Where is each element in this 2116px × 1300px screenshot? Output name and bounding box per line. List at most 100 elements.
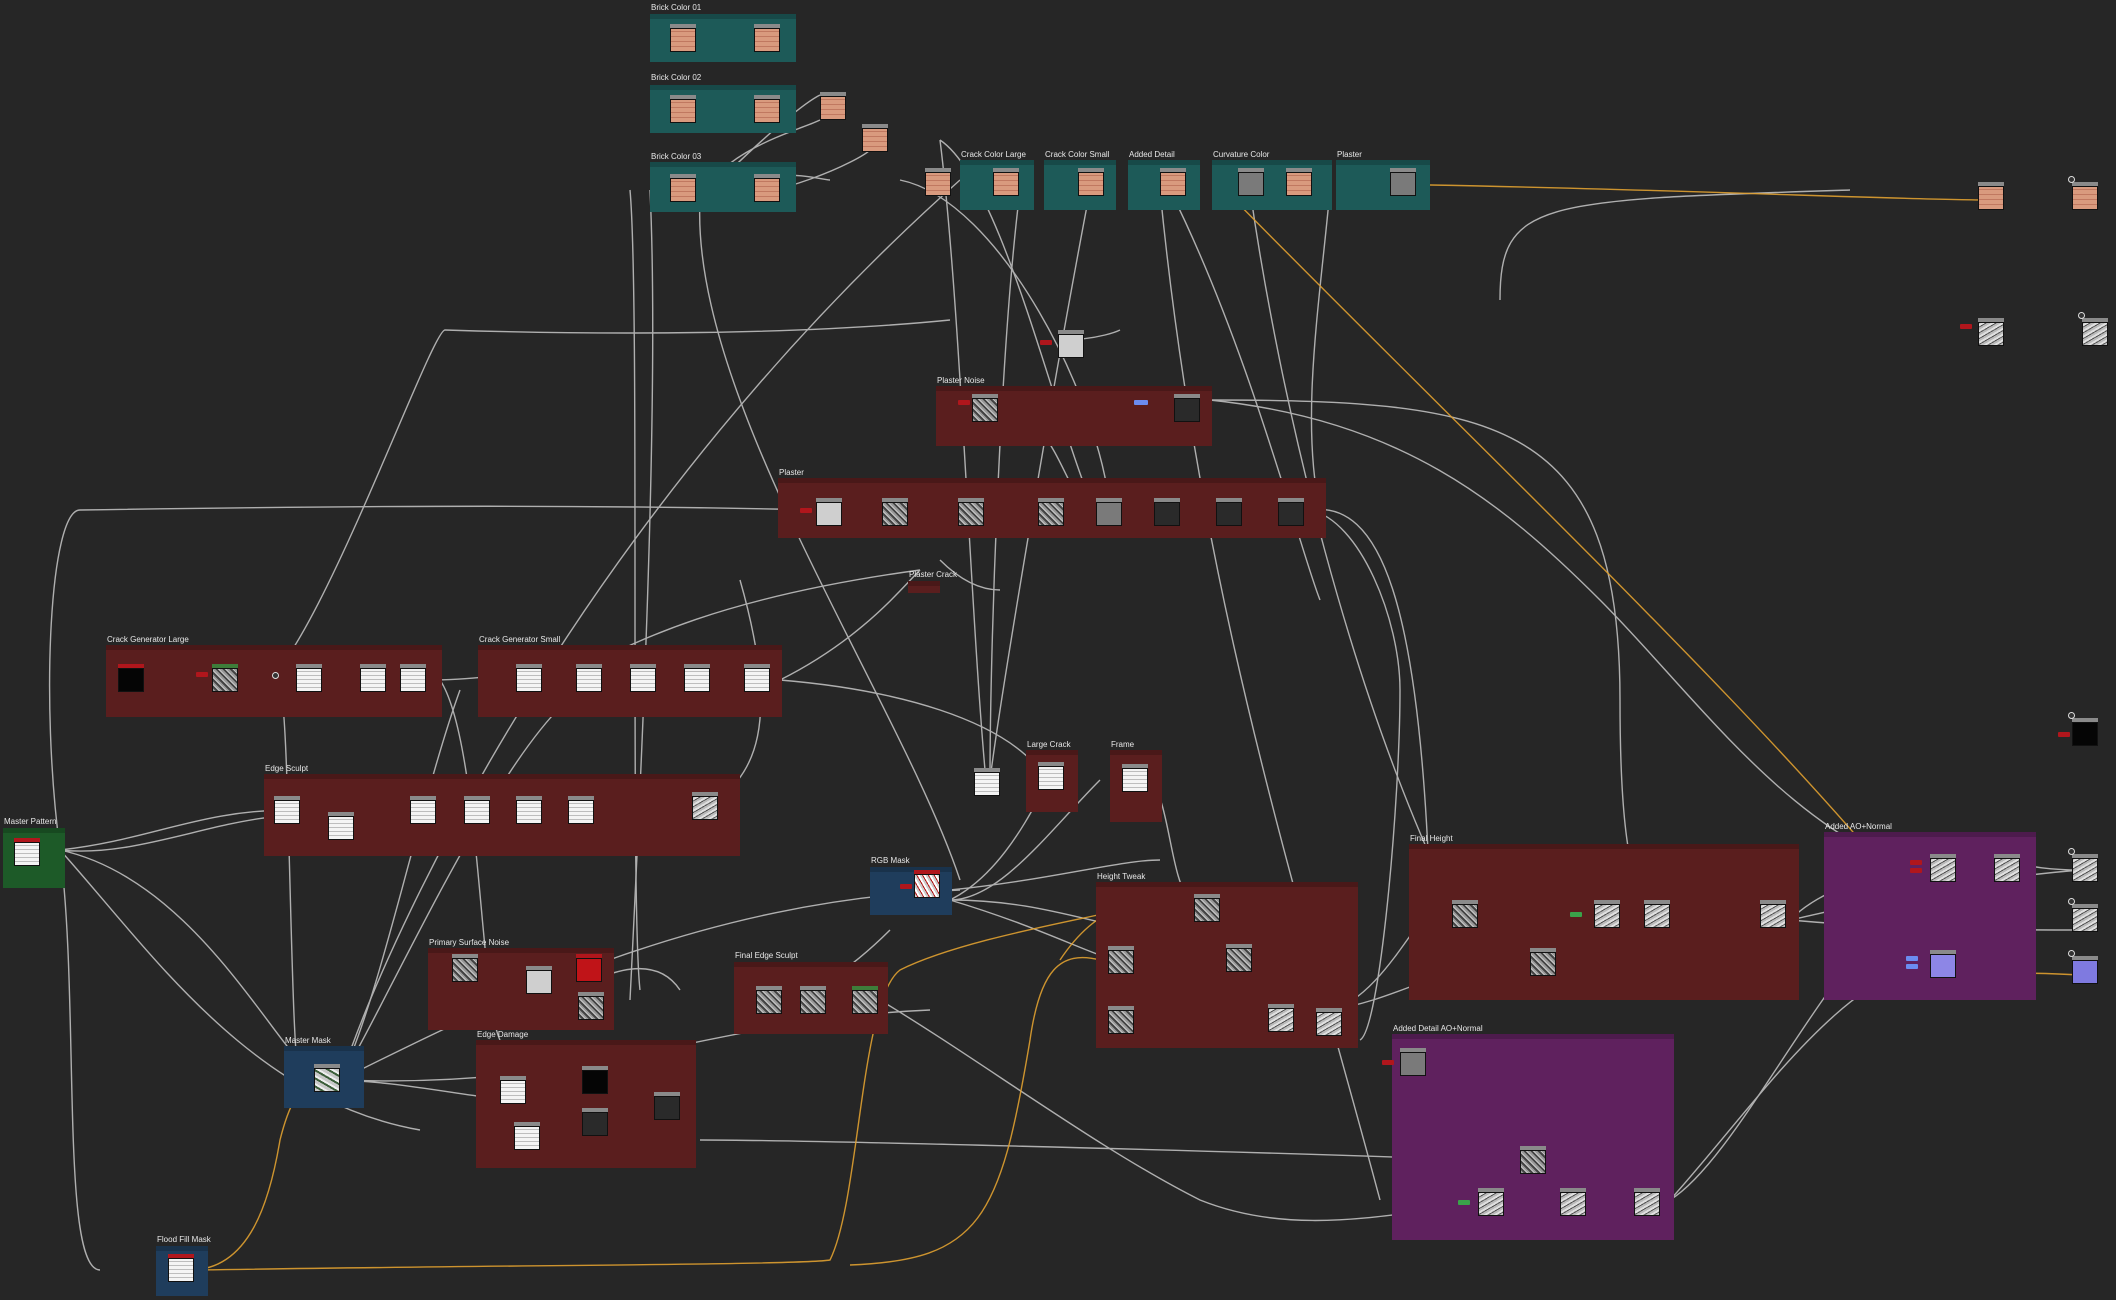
node[interactable] [820,92,846,124]
node[interactable] [816,498,842,530]
node[interactable] [1478,1188,1504,1220]
frame-crack-generator-large[interactable] [106,645,442,717]
input-pin[interactable] [1134,400,1148,405]
frame-plaster-crack[interactable] [908,581,940,593]
node[interactable] [1644,900,1670,932]
node[interactable] [1400,1048,1426,1080]
frame-curvature-color[interactable] [1212,160,1332,210]
input-pin[interactable] [958,400,970,405]
node[interactable] [1930,854,1956,886]
node[interactable] [754,24,780,56]
node[interactable] [1390,168,1416,200]
node[interactable] [1520,1146,1546,1178]
input-pin[interactable] [1382,1060,1394,1065]
node[interactable] [1530,948,1556,980]
input-pin[interactable] [1960,324,1972,329]
output-node[interactable] [2072,854,2098,886]
input-pin[interactable] [900,884,912,889]
node[interactable] [516,664,542,696]
node[interactable] [1634,1188,1660,1220]
node[interactable] [1286,168,1312,200]
output-node[interactable] [2082,318,2108,350]
node[interactable] [1194,894,1220,926]
node[interactable] [400,664,426,696]
node[interactable] [882,498,908,530]
node[interactable] [1994,854,2020,886]
input-pin[interactable] [800,508,812,513]
node[interactable] [1108,946,1134,978]
node[interactable] [314,1064,340,1096]
node[interactable] [852,986,878,1018]
node[interactable] [118,664,144,696]
output-node[interactable] [2072,904,2098,936]
node[interactable] [568,796,594,828]
node[interactable] [1058,330,1084,362]
node[interactable] [582,1108,608,1140]
node[interactable] [974,768,1000,800]
node[interactable] [1122,764,1148,796]
output-node[interactable] [2072,956,2098,988]
node[interactable] [1096,498,1122,530]
node[interactable] [754,95,780,127]
node[interactable] [1226,944,1252,976]
node[interactable] [582,1066,608,1098]
node[interactable] [1760,900,1786,932]
node[interactable] [744,664,770,696]
node[interactable] [1930,950,1956,982]
node[interactable] [1978,318,2004,350]
input-pin[interactable] [1570,912,1582,917]
output-node[interactable] [2072,718,2098,750]
node[interactable] [1316,1008,1342,1040]
node[interactable] [800,986,826,1018]
node[interactable] [862,124,888,156]
node[interactable] [360,664,386,696]
input-pin[interactable] [1040,340,1052,345]
node[interactable] [14,838,40,870]
node[interactable] [993,168,1019,200]
node[interactable] [296,664,322,696]
node[interactable] [212,664,238,696]
input-pin[interactable] [1910,868,1922,873]
node[interactable] [684,664,710,696]
node[interactable] [168,1254,194,1286]
output-node[interactable] [2072,182,2098,214]
node[interactable] [576,954,602,986]
frame-added-detail-ao-normal[interactable] [1392,1034,1674,1240]
node[interactable] [914,870,940,902]
node[interactable] [630,664,656,696]
node[interactable] [972,394,998,426]
node[interactable] [1278,498,1304,530]
node[interactable] [464,796,490,828]
node[interactable] [526,966,552,998]
node[interactable] [958,498,984,530]
node[interactable] [1160,168,1186,200]
node[interactable] [1216,498,1242,530]
node[interactable] [1108,1006,1134,1038]
node[interactable] [578,992,604,1024]
node[interactable] [328,812,354,844]
node[interactable] [514,1122,540,1154]
node[interactable] [1038,762,1064,794]
node[interactable] [670,24,696,56]
node[interactable] [410,796,436,828]
node[interactable] [1238,168,1264,200]
input-pin[interactable] [1906,964,1918,969]
node[interactable] [692,792,718,824]
input-pin[interactable] [1906,956,1918,961]
node[interactable] [1268,1004,1294,1036]
node[interactable] [1594,900,1620,932]
node[interactable] [1154,498,1180,530]
node[interactable] [452,954,478,986]
node[interactable] [1078,168,1104,200]
node[interactable] [756,986,782,1018]
node[interactable] [670,95,696,127]
node[interactable] [516,796,542,828]
input-pin[interactable] [2058,732,2070,737]
node[interactable] [1452,900,1478,932]
node[interactable] [670,174,696,206]
input-pin[interactable] [196,672,208,677]
input-pin[interactable] [1458,1200,1470,1205]
input-pin[interactable] [1910,860,1922,865]
node[interactable] [654,1092,680,1124]
node[interactable] [925,168,951,200]
